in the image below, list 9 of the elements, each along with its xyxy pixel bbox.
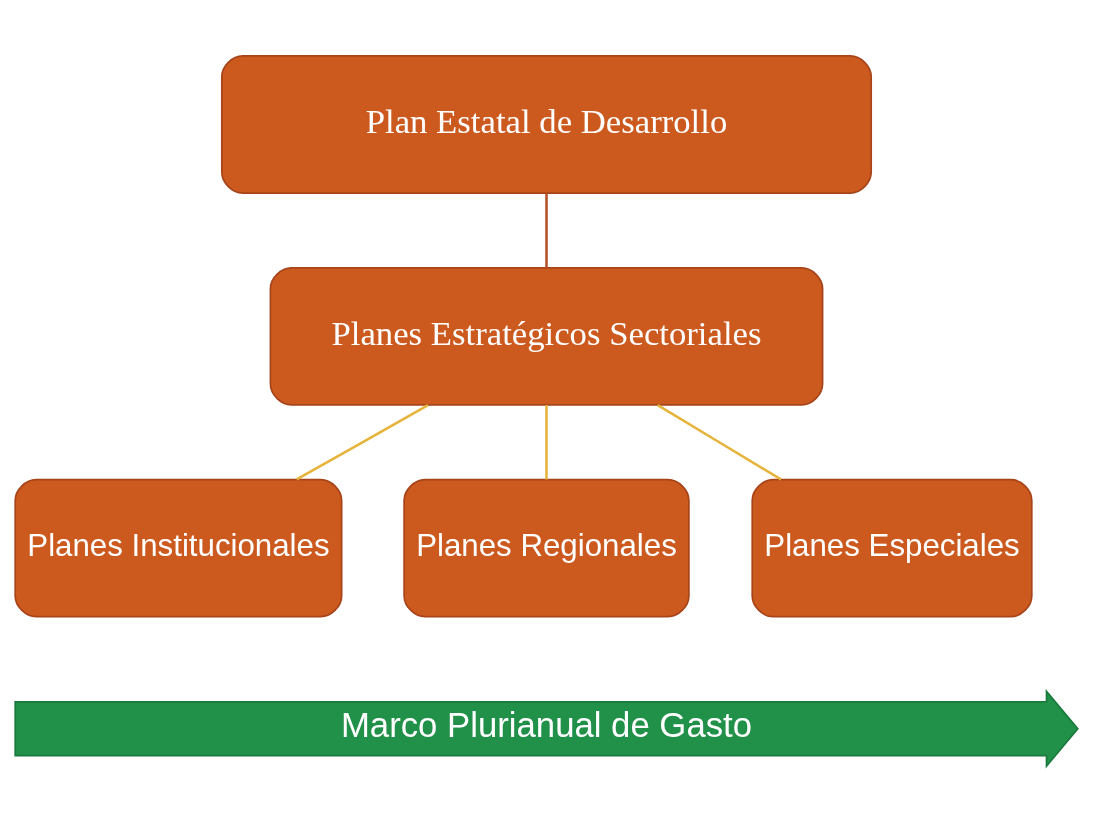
- connector: [296, 404, 429, 481]
- connector: [657, 404, 782, 481]
- node-box: Planes Estratégicos Sectoriales: [269, 266, 824, 406]
- node-box: Plan Estatal de Desarrollo: [220, 55, 873, 194]
- node-box: Planes Especiales: [751, 478, 1033, 618]
- connector: [545, 193, 548, 268]
- node-box: Planes Institucionales: [14, 478, 343, 618]
- node-box: Planes Regionales: [403, 478, 690, 618]
- connector: [545, 405, 548, 480]
